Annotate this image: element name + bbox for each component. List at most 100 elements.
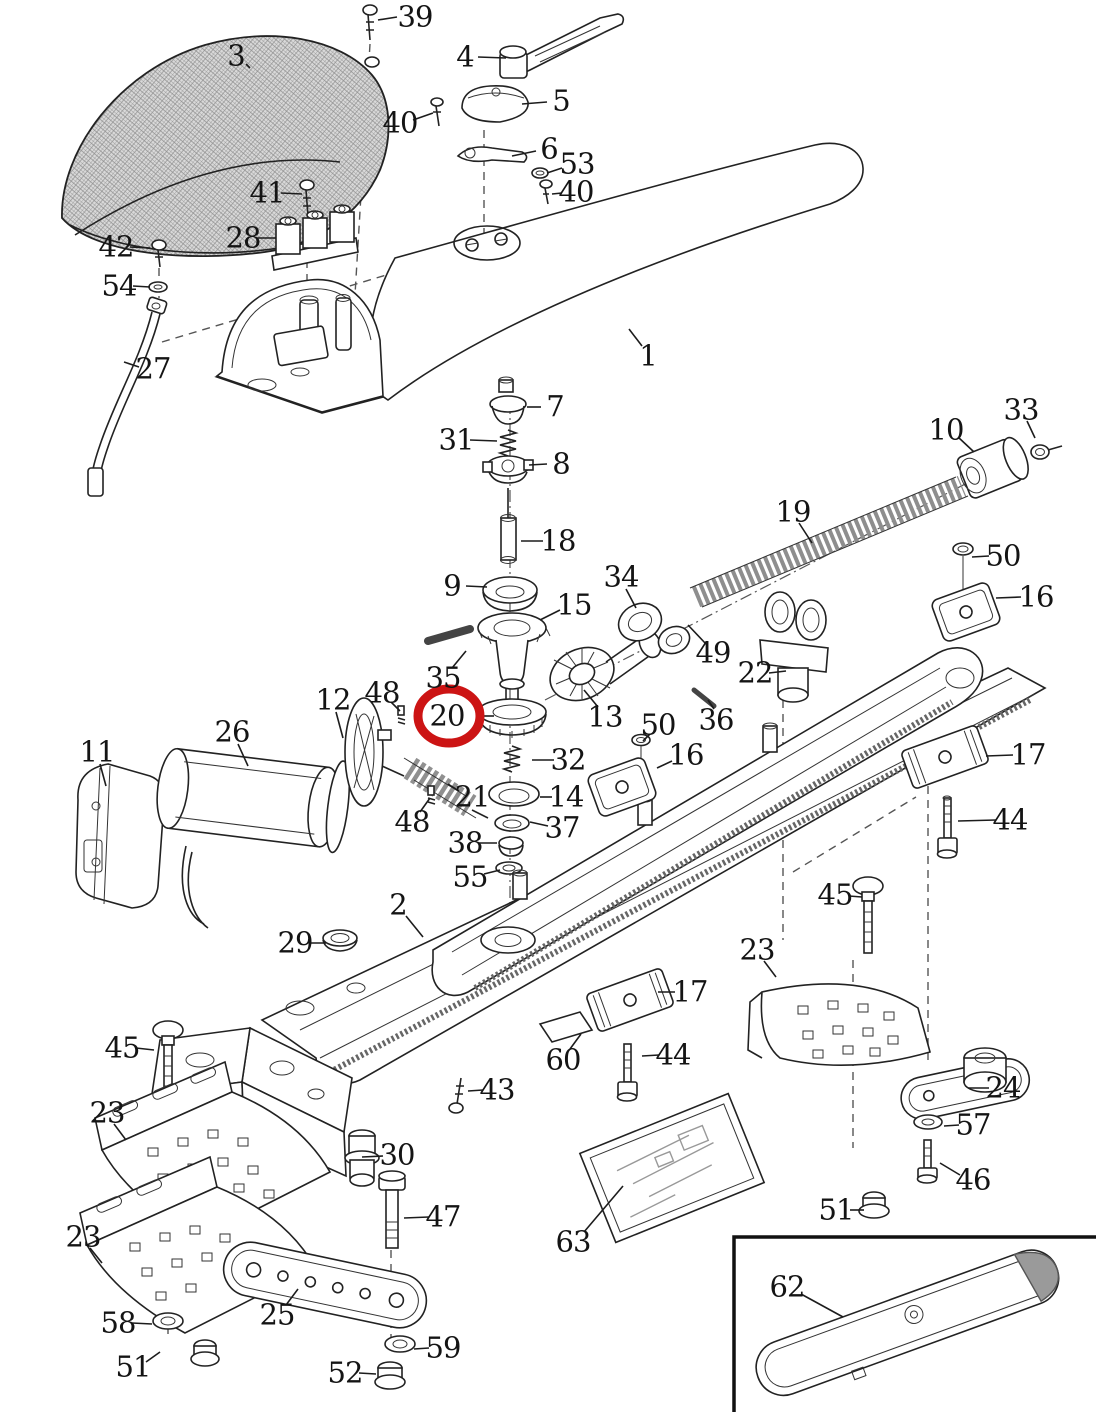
leader-line-34 [625,588,637,609]
part-label-7: 7 [546,389,564,424]
leader-line-11 [99,763,107,787]
leader-line-60 [569,1033,582,1050]
screw-part40-upper [430,97,444,127]
leader-line-21 [447,783,460,792]
leader-line-44 [957,819,997,822]
leader-line-52 [358,1372,377,1375]
earth-wire-part27 [87,296,168,497]
part-label-19: 19 [775,494,812,529]
leader-line-1 [628,328,643,347]
highlight-ring [413,684,485,748]
part-label-51: 51 [818,1192,855,1227]
leader-line-13 [583,689,599,708]
part-label-44: 44 [655,1037,692,1072]
part-label-10: 10 [928,412,965,447]
part-label-43: 43 [479,1072,516,1107]
cap-part5 [461,85,529,123]
part-label-38: 38 [447,825,484,860]
part-label-22: 22 [737,655,774,690]
part-label-14: 14 [548,779,585,814]
part-label-44: 44 [992,802,1029,837]
plate-part16-a [931,582,1001,642]
leader-line-58 [131,1322,153,1325]
pin-part35 [424,625,474,645]
part-label-63: 63 [555,1224,592,1259]
part-label-9: 9 [443,568,461,603]
part-label-16: 16 [668,737,705,772]
washer-part59 [384,1335,416,1353]
leader-line-27 [123,361,140,368]
leader-line-12 [335,711,344,739]
leader-line-46 [939,1162,961,1176]
part-label-17: 17 [1010,737,1047,772]
part-label-40: 40 [382,105,419,140]
leader-line-16 [656,760,673,769]
part-label-12: 12 [315,682,352,717]
part-label-11: 11 [79,734,116,769]
leader-line-9 [465,585,488,588]
ring-part34 [617,602,663,642]
part-label-49: 49 [695,635,732,670]
ring-part14 [488,781,540,807]
part-label-45: 45 [817,877,854,912]
leader-line-2 [405,915,424,938]
part-label-16: 16 [1018,579,1055,614]
screw-part39 [362,4,378,41]
screw-part40-lower [539,179,553,205]
bolt-part44-a [936,795,958,859]
part-label-42: 42 [98,229,135,264]
ring-part37 [494,814,530,832]
nut-part49 [657,625,691,655]
leader-line-17 [985,754,1014,757]
bolt-part47 [378,1170,406,1249]
leader-line-5 [521,101,548,105]
spring-part32 [501,745,523,773]
part-label-37: 37 [544,810,581,845]
part-label-2: 2 [389,887,407,922]
part-label-55: 55 [452,859,489,894]
leader-line-40 [412,112,434,121]
nut-part33 [1030,444,1063,460]
bolt-part44-b [616,1043,638,1102]
leader-line-55 [483,869,501,875]
screw-part42 [151,239,167,268]
leader-line-39 [377,16,398,21]
label-plate-part60 [538,1011,594,1043]
leader-line-22 [768,670,787,674]
leader-line-23 [89,1247,103,1264]
part-label-23: 23 [89,1095,126,1130]
leader-line-19 [798,522,813,544]
pinion-part15 [477,612,551,700]
nut-part29 [322,929,358,952]
bevel-gear-part13 [549,629,662,702]
leader-line-36 [707,699,715,710]
leader-line-57 [943,1124,960,1127]
leader-line-51 [145,1351,161,1363]
part-label-31: 31 [438,422,475,457]
leader-line-45 [848,895,863,898]
part-label-41: 41 [249,175,286,210]
leader-line-50 [971,555,990,558]
part-label-35: 35 [425,660,462,695]
leader-line-3 [245,63,251,69]
leader-line-23 [763,960,777,978]
part-label-59: 59 [425,1330,462,1365]
leader-line-48 [390,701,401,712]
bracket-part23-low [79,1155,317,1334]
part-label-46: 46 [955,1162,992,1197]
leader-line-30 [361,1155,384,1158]
part-label-45: 45 [104,1030,141,1065]
leader-line-43 [467,1089,484,1092]
part-label-29: 29 [277,925,314,960]
leader-line-35 [451,650,467,669]
part-label-52: 52 [327,1355,364,1390]
front-mount-bracket [214,278,386,414]
nut-part50-a [952,542,974,590]
clamp-part8 [482,455,534,484]
leader-line-15 [539,609,561,621]
coupling-part30 [344,1129,380,1187]
leader-line-63 [583,1185,624,1233]
leader-line-48 [419,797,431,813]
plate-part17-a [901,725,989,789]
